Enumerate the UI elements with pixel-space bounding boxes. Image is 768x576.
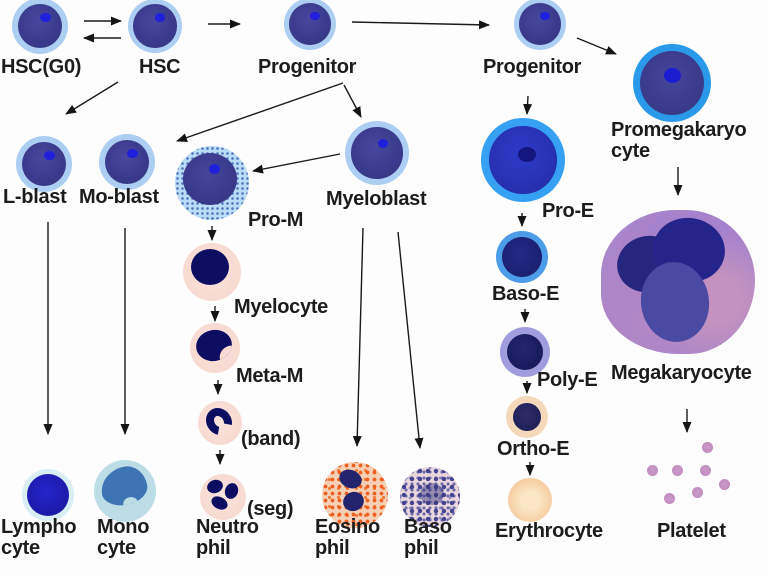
label-promegakaryocyte: Promegakaryo cyte [611,119,747,162]
cell-lymphocyte [22,469,74,521]
label-l-blast: L-blast [3,186,67,208]
platelet-dot [647,465,658,476]
label-mo-blast: Mo-blast [79,186,159,208]
cell-myeloblast [345,121,409,185]
platelet-dot [719,479,730,490]
platelet-dot [692,487,703,498]
cell-hsc-g0 [12,0,68,54]
cell-poly-e [500,327,550,377]
cell-erythrocyte [508,478,552,522]
cell-hsc [128,0,182,53]
label-eosinophil: Eosino phil [315,516,380,559]
arrow-progenitor1-to-moblast [176,82,344,142]
cell-band [198,401,242,445]
label-pro-e: Pro-E [542,200,594,222]
label-progenitor-1: Progenitor [258,56,357,78]
cell-pro-m [175,146,249,220]
cell-seg [200,474,246,520]
label-band: (band) [241,428,301,450]
cell-megakaryocyte [601,210,755,354]
arrow-myeloblast-to-eosinophil [352,227,364,447]
label-hsc-g0: HSC(G0) [1,56,82,78]
arrow-progenitor2-to-promegakaryocyte [576,37,617,55]
label-myelocyte: Myelocyte [234,296,329,318]
label-pro-m: Pro-M [248,209,304,231]
cell-baso-e [496,231,548,283]
arrow-progenitor1-to-myeloblast [343,84,362,118]
cell-monocyte [94,460,156,522]
label-megakaryocyte: Megakaryocyte [611,362,752,384]
cell-myelocyte [183,243,241,301]
cell-meta-m [190,323,240,373]
label-erythrocyte: Erythrocyte [495,520,603,542]
platelet-dot [702,442,713,453]
arrow-progenitor1-to-progenitor2 [351,20,490,30]
arrow-myeloblast-to-prom [252,153,341,174]
arrow-progenitor2-to-proe [523,95,533,115]
label-basophil: Baso phil [404,516,452,559]
cell-pro-e [481,118,565,202]
platelet-dot [700,465,711,476]
label-seg: (seg) [247,498,294,520]
cell-basophil [400,467,460,527]
platelet-dot [672,465,683,476]
label-poly-e: Poly-E [537,369,598,391]
label-hsc: HSC [139,56,181,78]
cell-eosinophil [322,462,388,528]
label-lymphocyte: Lympho cyte [1,516,77,559]
label-myeloblast: Myeloblast [326,188,427,210]
platelet-dot [664,493,675,504]
cell-promegakaryocyte [633,44,711,122]
label-neutrophil: Neutro phil [196,516,259,559]
cell-l-blast [16,136,72,192]
arrow-hsc-to-lblast [65,81,119,115]
arrow-myeloblast-to-basophil [397,231,424,449]
cell-ortho-e [506,396,548,438]
cell-progenitor-1 [284,0,336,50]
label-baso-e: Baso-E [492,283,560,305]
label-ortho-e: Ortho-E [497,438,570,460]
cell-mo-blast [99,134,155,190]
label-monocyte: Mono cyte [97,516,150,559]
label-progenitor-2: Progenitor [483,56,582,78]
cell-progenitor-2 [514,0,566,50]
label-platelet: Platelet [657,520,726,542]
label-meta-m: Meta-M [236,365,304,387]
